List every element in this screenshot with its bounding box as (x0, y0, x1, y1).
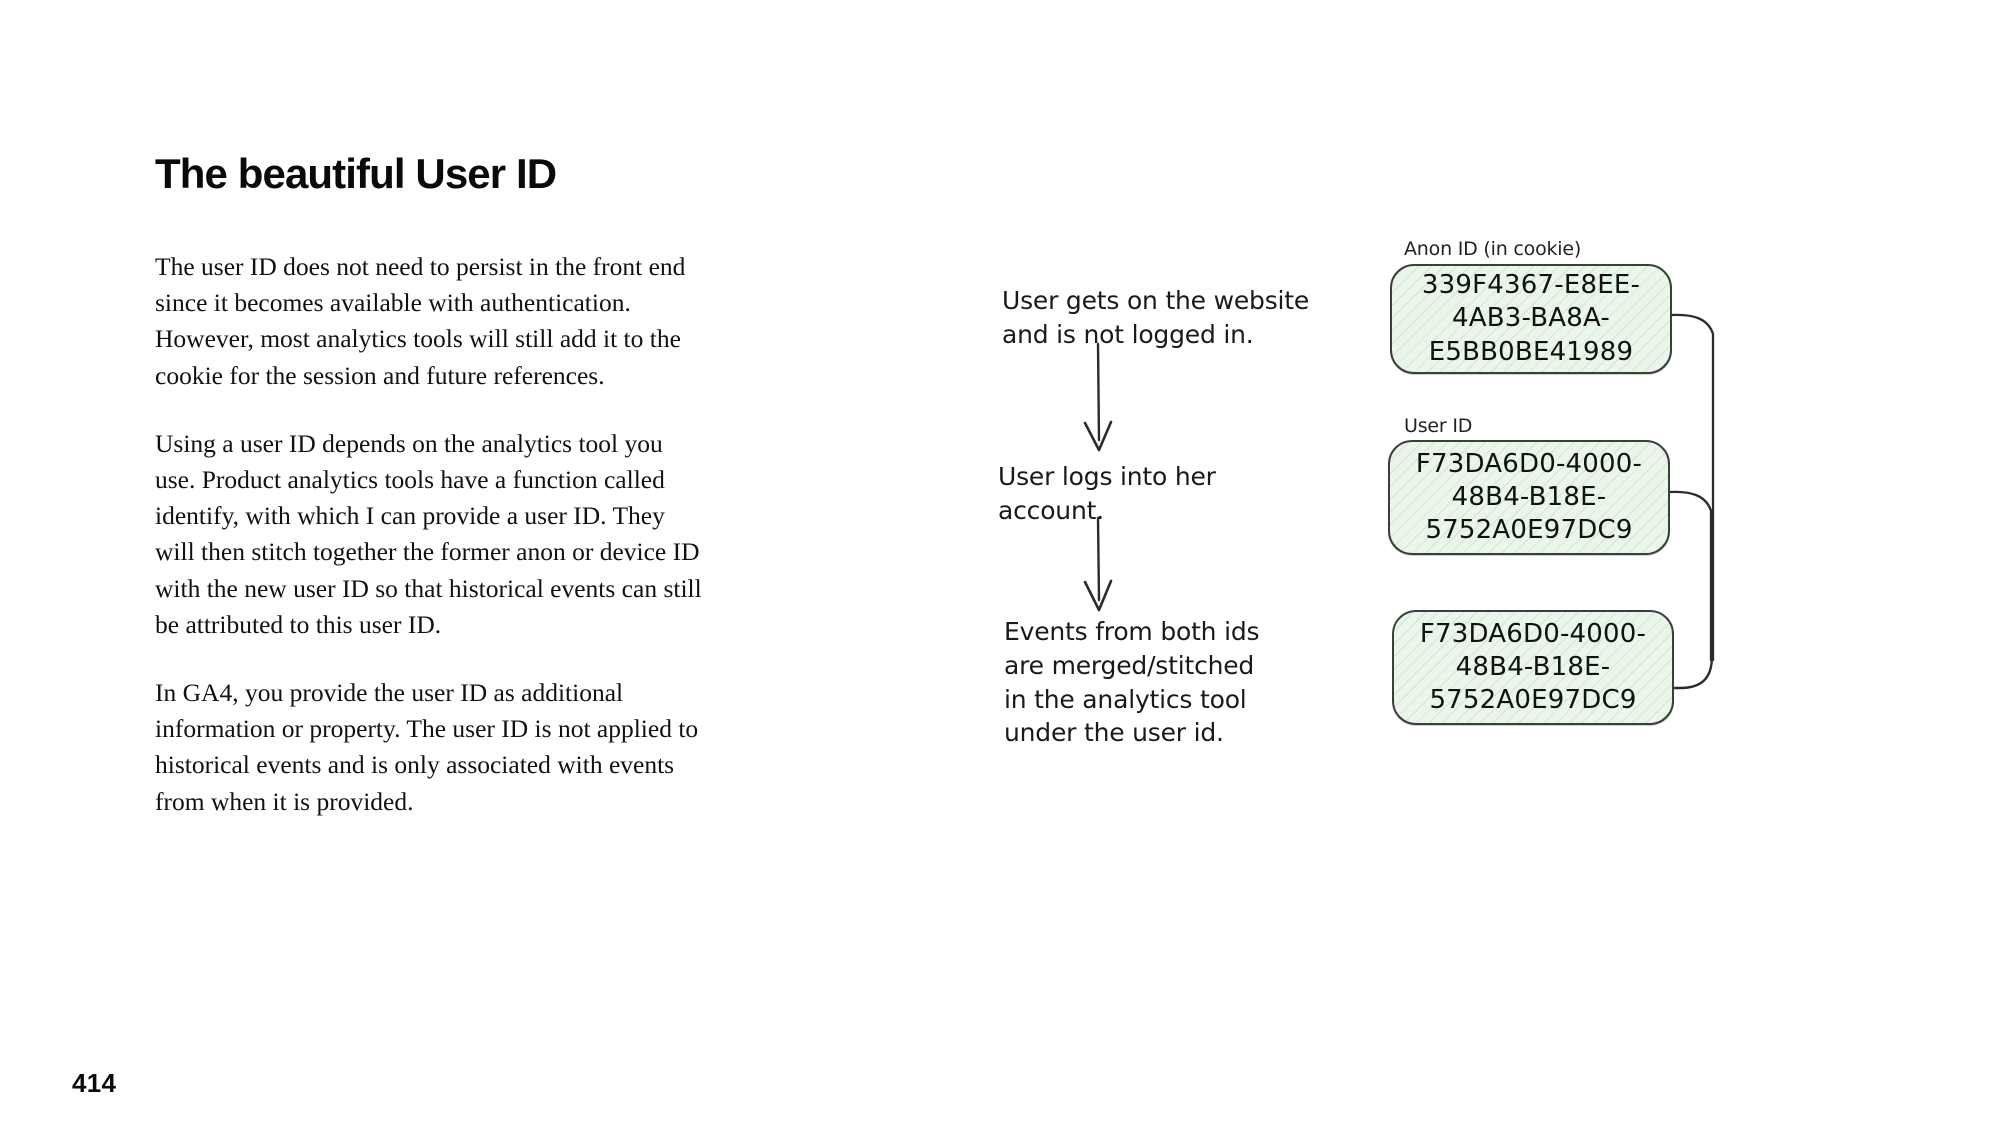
body-paragraph-1: The user ID does not need to persist in … (155, 252, 686, 390)
page-title: The beautiful User ID (155, 150, 557, 197)
id-card-user-value: F73DA6D0-4000-48B4-B18E-5752A0E97DC9 (1415, 448, 1643, 546)
body-paragraph-3: In GA4, you provide the user ID as addit… (155, 678, 699, 816)
flow-step-1-text: User gets on the website and is not logg… (1002, 286, 1310, 349)
id-card-anon: 339F4367-E8EE-4AB3-BA8A-E5BB0BE41989 (1390, 264, 1672, 374)
body-paragraph-2: Using a user ID depends on the analytics… (155, 428, 702, 639)
id-card-merged-value: F73DA6D0-4000-48B4-B18E-5752A0E97DC9 (1419, 618, 1647, 716)
page-number: 414 (72, 1068, 117, 1098)
connector-anon-id-to-merged (1670, 313, 1715, 662)
id-card-merged: F73DA6D0-4000-48B4-B18E-5752A0E97DC9 (1392, 610, 1674, 725)
down-arrow-icon-1 (1083, 342, 1113, 452)
down-arrow-icon-2 (1083, 516, 1113, 612)
diagram-connectors (1083, 313, 1715, 702)
text-column: The beautiful User ID The user ID does n… (155, 150, 715, 820)
id-card-user: F73DA6D0-4000-48B4-B18E-5752A0E97DC9 (1388, 440, 1670, 555)
card-label-user-id: User ID (1404, 415, 1473, 437)
connector-user-id-to-merged (1668, 490, 1713, 662)
card-label-anon-id: Anon ID (in cookie) (1404, 238, 1582, 260)
flow-step-3-text: Events from both ids are merged/stitched… (1004, 617, 1260, 748)
user-id-flow-diagram: User gets on the website and is not logg… (980, 238, 1810, 920)
id-card-anon-value: 339F4367-E8EE-4AB3-BA8A-E5BB0BE41989 (1421, 270, 1641, 367)
flow-step-2-text: User logs into her account. (998, 462, 1216, 525)
